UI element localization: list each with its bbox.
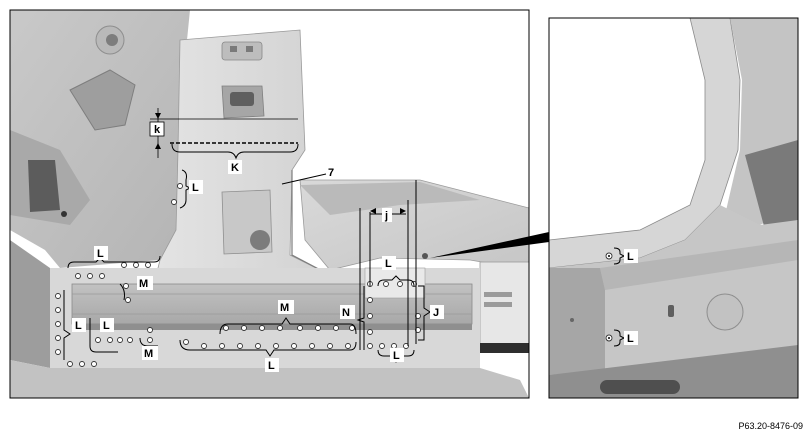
label-k-text: k: [154, 124, 161, 136]
dimension-k-arrow-bottom: [155, 143, 161, 149]
floor-bolt: [422, 253, 428, 259]
door-hole-inner: [106, 34, 118, 46]
door-bolt: [61, 211, 67, 217]
label-L-text: L: [97, 248, 104, 260]
label-L-top-left: L: [94, 246, 108, 260]
label-K: K: [228, 160, 242, 174]
label-M-left: M: [137, 276, 153, 290]
figure-id: P63.20-8476-09: [738, 421, 803, 431]
pillar-slot-2: [246, 46, 253, 52]
label-L-text: L: [75, 320, 82, 332]
inset-bolt: [570, 318, 574, 322]
rear-sill-slot-2: [484, 302, 512, 307]
spot-welds: [55, 183, 421, 367]
label-L-sill-left: L: [72, 318, 86, 332]
detail-pointer: [430, 232, 549, 258]
label-L-inset-upper: L: [624, 249, 638, 263]
door-opening: [69, 69, 136, 131]
rear-sill-slot-1: [484, 292, 512, 297]
label-L-pillar: L: [189, 180, 203, 194]
pillar-cutout: [230, 92, 254, 106]
label-M-lower: M: [142, 346, 158, 360]
label-L-text: L: [627, 251, 634, 263]
label-J: J: [430, 305, 444, 319]
label-J-text: J: [433, 307, 439, 319]
inset-weld-dot-2: [608, 337, 610, 339]
main-view-frame: [9, 9, 530, 399]
leader-lines: [63, 169, 431, 363]
inset-ridge: [600, 240, 798, 290]
label-L-text: L: [103, 320, 110, 332]
label-L-floor: L: [382, 256, 396, 270]
label-k: k: [149, 121, 165, 137]
label-M-text: M: [280, 302, 289, 314]
sill-patch-upper: [364, 267, 426, 299]
inset-round-boss: [706, 293, 744, 331]
inset-detail-view: [549, 18, 798, 398]
label-K-text: K: [231, 162, 239, 174]
dimension-j-arrow-right: [400, 208, 406, 214]
inset-left-face: [549, 268, 605, 375]
pillar-slot-1: [230, 46, 237, 52]
label-N-text: N: [342, 307, 350, 319]
inset-bottom-slot: [600, 380, 680, 394]
inset-frame: [548, 17, 799, 399]
sill-rail-shadow: [72, 324, 472, 330]
dimension-j-arrow-left: [370, 208, 376, 214]
rear-dark-strip: [470, 343, 529, 353]
label-L-rear: L: [390, 348, 404, 362]
door-bracket: [28, 160, 60, 212]
pillar-top-bracket: [221, 41, 263, 61]
dimension-k-arrow-top: [155, 113, 161, 119]
label-7: 7: [328, 167, 334, 179]
front-sill-end: [10, 240, 50, 368]
label-M-center: M: [278, 300, 294, 314]
label-M-text: M: [139, 278, 148, 290]
label-N: N: [340, 305, 355, 319]
label-L-text: L: [627, 333, 634, 345]
label-L-text: L: [385, 258, 392, 270]
bracket-K: [171, 143, 299, 160]
main-view: [10, 10, 529, 398]
label-L-text: L: [393, 350, 400, 362]
inset-dark-opening: [745, 140, 798, 230]
pillar-lower-hole: [250, 230, 270, 250]
callout-labels: k K 7 L j L L M M N J L L M L L L L: [72, 121, 638, 372]
floor-upper-face: [300, 182, 480, 215]
sill-bottom-face: [10, 360, 529, 398]
label-j: j: [382, 208, 392, 222]
label-L-bottom: L: [265, 358, 279, 372]
label-L-sill-mid: L: [100, 318, 114, 332]
inset-slot: [668, 305, 674, 317]
label-M-text: M: [144, 348, 153, 360]
inset-weld-dot-1: [608, 255, 610, 257]
label-L-inset-lower: L: [624, 331, 638, 345]
label-L-text: L: [268, 360, 275, 372]
label-j-text: j: [384, 210, 388, 222]
label-L-text: L: [192, 182, 199, 194]
label-7-text: 7: [328, 167, 334, 179]
